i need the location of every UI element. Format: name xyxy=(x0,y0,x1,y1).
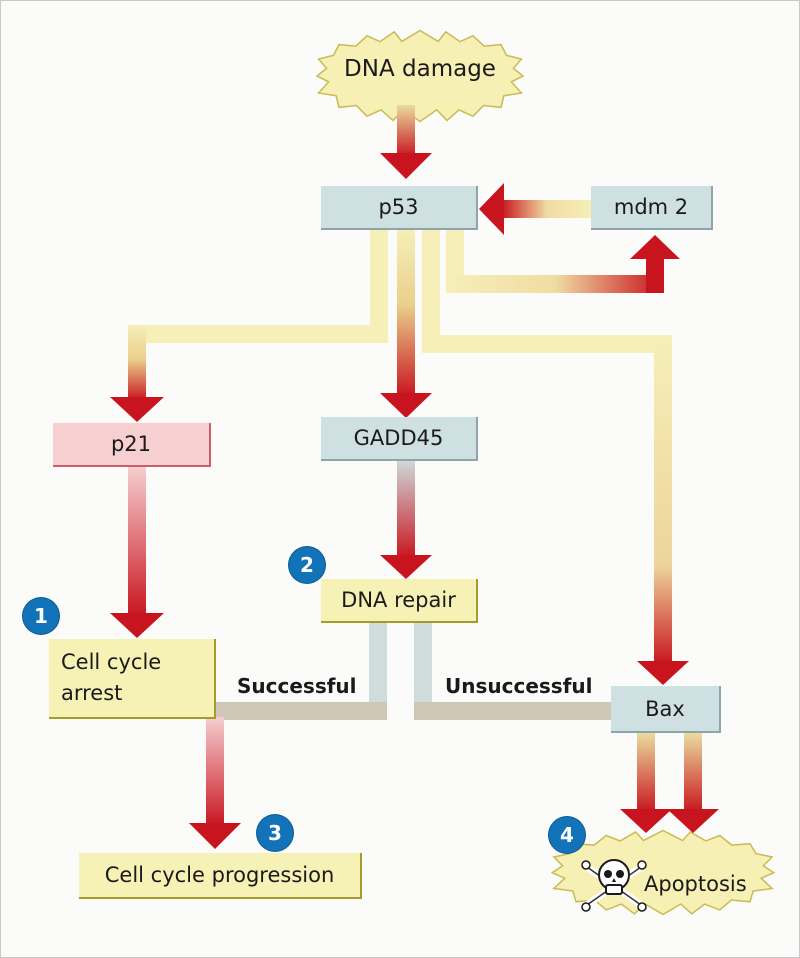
arrow-p53-to-p21-shaft xyxy=(128,325,146,401)
connector-unsuccessful-down xyxy=(414,622,432,720)
arrow-to-progression-head xyxy=(189,823,241,849)
unsuccessful-label: Unsuccessful xyxy=(445,674,593,698)
gadd45-node: GADD45 xyxy=(321,417,478,461)
arrow-p53-to-mdm2-bottom xyxy=(446,275,664,293)
cell-cycle-arrest-label: Cell cycle arrest xyxy=(61,650,162,705)
arrow-p53-to-bax-down xyxy=(422,229,440,353)
mdm2-node: mdm 2 xyxy=(591,186,713,230)
step-2-badge: 2 xyxy=(289,547,325,583)
arrow-p53-to-p21-head xyxy=(110,397,164,422)
arrow-p53-to-bax-across xyxy=(422,335,672,353)
arrow-p53-to-p21-down xyxy=(370,229,388,343)
cell-cycle-arrest-node: Cell cycle arrest xyxy=(49,639,216,719)
step-4-badge: 4 xyxy=(549,817,585,853)
arrow-mdm2-to-p53-shaft xyxy=(501,200,593,218)
arrow-to-progression-shaft xyxy=(206,717,224,827)
arrow-bax-to-apoptosis-right-head xyxy=(667,809,719,833)
cell-cycle-progression-node: Cell cycle progression xyxy=(79,853,362,899)
arrow-p53-to-gadd45-shaft xyxy=(397,229,415,397)
arrow-gadd45-to-repair-shaft xyxy=(397,459,415,559)
skull-crossbones-icon xyxy=(581,859,647,912)
dna-repair-node: DNA repair xyxy=(321,579,478,623)
arrow-damage-to-p53-shaft xyxy=(397,105,415,157)
arrow-p53-to-gadd45-head xyxy=(380,393,432,418)
arrow-p53-to-bax-shaft xyxy=(654,335,672,665)
p21-node: p21 xyxy=(53,423,211,467)
arrow-p21-to-arrest-head xyxy=(110,613,164,638)
dna-damage-burst xyxy=(315,29,525,123)
successful-label: Successful xyxy=(237,674,357,698)
connector-unsuccessful-across xyxy=(414,702,614,720)
arrow-bax-to-apoptosis-left-head xyxy=(620,809,672,833)
connector-successful-down xyxy=(369,622,387,720)
arrow-p53-to-mdm2-head xyxy=(630,235,680,259)
arrow-mdm2-to-p53-head xyxy=(479,183,504,235)
arrow-damage-to-p53-head xyxy=(380,153,432,179)
connector-successful-across xyxy=(209,702,387,720)
arrow-p53-to-bax-head xyxy=(637,661,689,685)
arrow-bax-to-apoptosis-right-shaft xyxy=(684,733,702,813)
arrow-p21-to-arrest-shaft xyxy=(128,466,146,618)
arrow-p53-to-mdm2-up xyxy=(646,255,664,293)
apoptosis-label: Apoptosis xyxy=(644,872,747,896)
step-3-badge: 3 xyxy=(257,815,293,851)
step-1-badge: 1 xyxy=(23,598,59,634)
arrow-p53-to-p21-across xyxy=(128,325,388,343)
dna-damage-label: DNA damage xyxy=(344,56,496,82)
arrow-gadd45-to-repair-head xyxy=(380,555,432,579)
arrow-bax-to-apoptosis-left-shaft xyxy=(637,733,655,813)
p53-node: p53 xyxy=(321,186,478,230)
bax-node: Bax xyxy=(611,686,721,733)
